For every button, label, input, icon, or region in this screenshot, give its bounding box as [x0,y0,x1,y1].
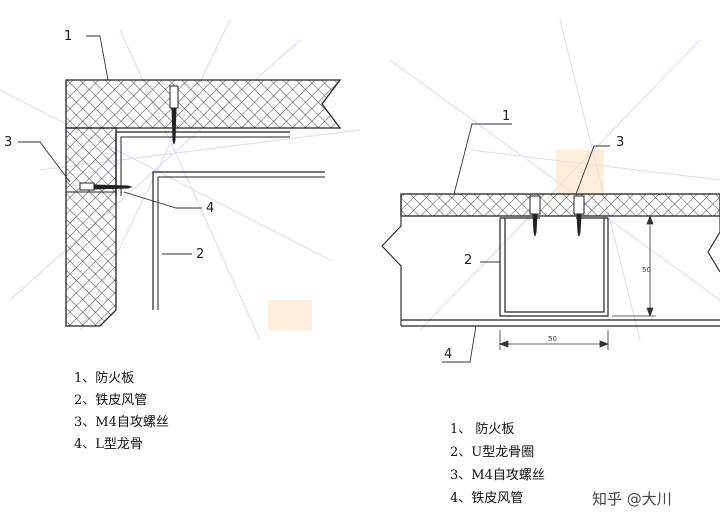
right-callout-1: 1 [502,109,510,124]
left-l-keel [115,131,290,196]
watermark-square-right [556,150,604,196]
right-duct [401,319,720,327]
left-top-fireboard [65,79,342,129]
watermark-text: 知乎 @大川 [592,490,672,508]
watermark-square-left [268,300,312,330]
left-screw-top [169,85,179,145]
right-screw-left [529,195,541,237]
left-duct [152,171,325,310]
right-legend-item-4: 4、铁皮风管 [450,491,524,506]
left-callout-3: 3 [4,135,12,150]
right-leader-lines [442,123,610,363]
right-dim-height-label: 50 [642,266,651,274]
right-dim-width-label: 50 [548,335,557,343]
left-legend-item-4: 4、L型龙骨 [74,437,143,452]
right-legend-item-2: 2、U型龙骨圈 [450,445,535,460]
right-dim-height [612,214,656,318]
right-callout-3: 3 [616,135,624,150]
left-diagram: 1 3 4 2 [4,29,342,327]
right-diagram: 50 50 1 3 2 4 [381,109,720,363]
left-callout-4: 4 [206,201,214,216]
left-screw-side [79,182,133,191]
left-legend: 1、防火板 2、铁皮风管 3、M4自攻螺丝 4、L型龙骨 [74,368,169,456]
right-screw-right [573,195,585,237]
left-callout-1: 1 [64,29,72,44]
right-break-line-left [381,194,402,326]
right-callout-2: 2 [464,253,472,268]
left-legend-item-2: 2、铁皮风管 [74,393,148,408]
right-legend-item-3: 3、M4自攻螺丝 [450,468,545,483]
right-dim-width [498,330,610,350]
right-callout-4: 4 [444,347,452,362]
right-legend-item-1: 1、 防火板 [450,422,515,437]
left-leader-lines [18,35,202,255]
right-break-line-right [707,216,720,273]
right-u-keel [499,217,609,317]
right-fireboard [400,193,720,217]
left-side-fireboard [65,127,117,327]
right-legend: 1、 防火板 2、U型龙骨圈 3、M4自攻螺丝 4、铁皮风管 [450,418,545,510]
left-legend-item-1: 1、防火板 [74,371,135,386]
left-legend-item-3: 3、M4自攻螺丝 [74,415,169,430]
left-callout-2: 2 [196,247,204,262]
